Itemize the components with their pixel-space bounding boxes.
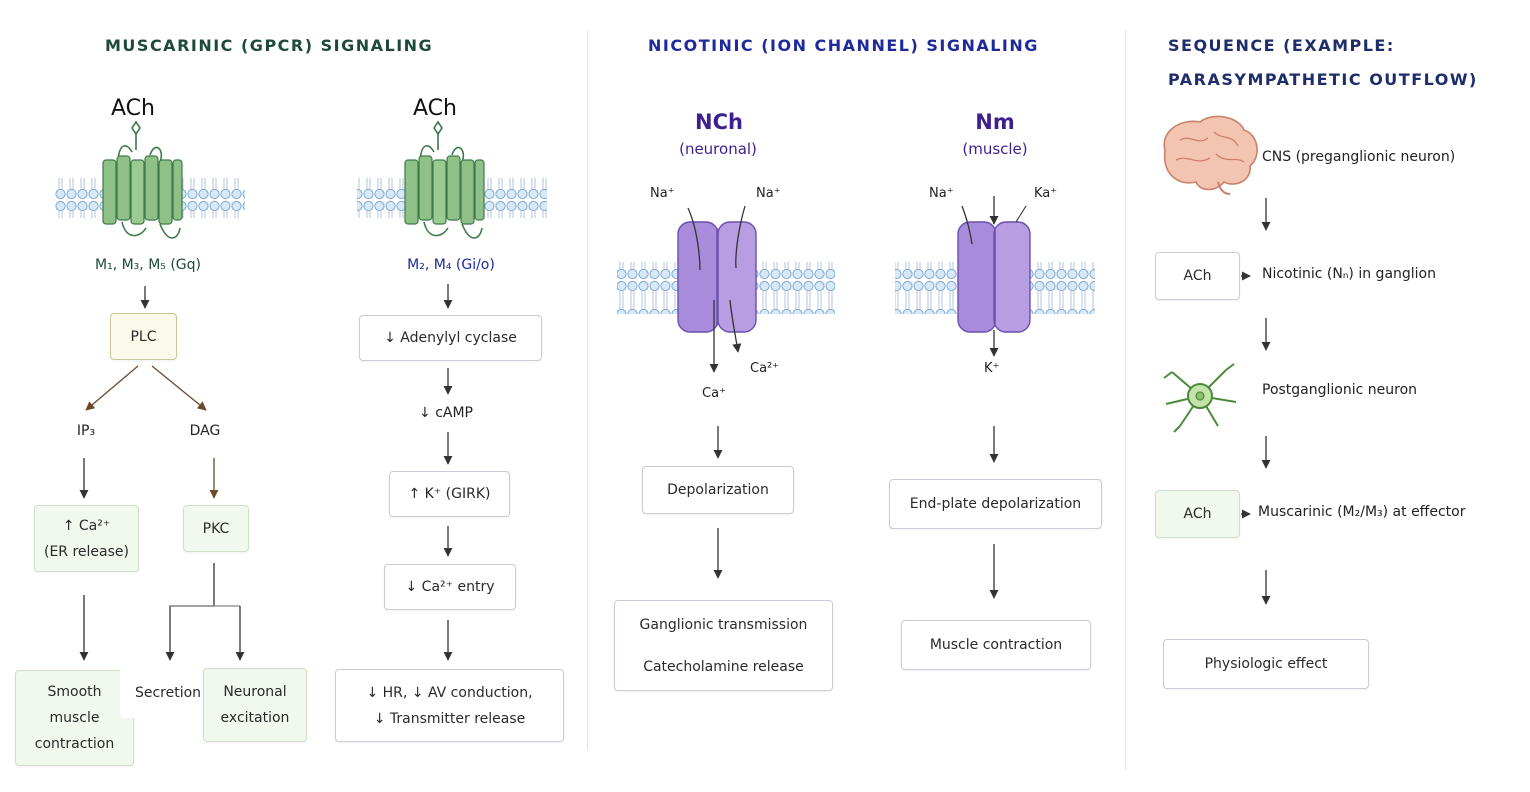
k-bottom-label: K⁺ <box>984 361 1000 376</box>
ip3-label: IP₃ <box>76 423 96 439</box>
ach-ligand-gi: ACh <box>413 96 457 121</box>
nch-subtitle: (neuronal) <box>679 140 757 158</box>
neuron-icon <box>1163 363 1237 433</box>
muscarinic-header: MUSCARINIC (GPCR) SIGNALING <box>105 36 434 55</box>
depolarization-box: Depolarization <box>642 466 794 514</box>
hr-av-box: ↓ HR, ↓ AV conduction,↓ Transmitter rele… <box>335 669 564 742</box>
pkc-box: PKC <box>183 505 249 552</box>
nm-title: Nm <box>975 110 1015 134</box>
ca2-label: Ca²⁺ <box>750 361 780 376</box>
na-muscle-label: Na⁺ <box>929 186 954 201</box>
receptor-gi-label: M₂, M₄ (Gi/o) <box>407 257 495 273</box>
na-left-label: Na⁺ <box>650 186 675 201</box>
ach-box-ganglion: ACh <box>1155 252 1240 300</box>
ach-box-effector: ACh <box>1155 490 1240 538</box>
nicotinic-header: NICOTINIC (ION CHANNEL) SIGNALING <box>648 36 1039 55</box>
receptor-gq-label: M₁, M₃, M₅ (Gq) <box>95 257 201 273</box>
ca-bottom-label: Ca⁺ <box>702 386 726 401</box>
brain-icon <box>1163 115 1258 195</box>
nch-title: NCh <box>695 110 743 134</box>
k-top-label: Ka⁺ <box>1034 186 1058 201</box>
end-plate-depolarization-box: End-plate depolarization <box>889 479 1102 529</box>
adenylyl-cyclase-box: ↓ Adenylyl cyclase <box>359 315 542 361</box>
gq-arrows <box>79 286 245 661</box>
cns-label: CNS (preganglionic neuron) <box>1262 149 1456 165</box>
sequence-header-line2: PARASYMPATHETIC OUTFLOW) <box>1168 70 1478 89</box>
physiologic-effect-box: Physiologic effect <box>1163 639 1369 689</box>
ca-entry-box: ↓ Ca²⁺ entry <box>384 564 516 610</box>
ion-channel-neuronal-icon <box>677 205 757 373</box>
nicotinic-arrows <box>713 426 999 599</box>
nm-subtitle: (muscle) <box>962 140 1028 158</box>
girk-box: ↑ K⁺ (GIRK) <box>389 471 510 517</box>
muscarinic-effector-label: Muscarinic (M₂/M₃) at effector <box>1258 504 1466 520</box>
ca-er-release-box: ↑ Ca²⁺(ER release) <box>34 505 139 572</box>
postganglionic-label: Postganglionic neuron <box>1262 382 1418 398</box>
secretion-box: Secretion <box>120 668 216 718</box>
gpcr-receptor-gq-icon <box>102 120 183 239</box>
nicotinic-ganglion-label: Nicotinic (Nₙ) in ganglion <box>1262 266 1436 282</box>
column-divider-2 <box>1125 30 1126 770</box>
plc-box: PLC <box>110 313 177 360</box>
column-divider-1 <box>587 30 588 750</box>
ach-ligand-gq: ACh <box>111 96 155 121</box>
ion-channel-muscle-icon <box>957 196 1031 357</box>
dag-label: DAG <box>189 423 221 439</box>
gpcr-receptor-gi-icon <box>404 120 485 239</box>
camp-label: ↓ cAMP <box>419 405 473 421</box>
na-right-label: Na⁺ <box>756 186 781 201</box>
muscle-contraction-box: Muscle contraction <box>901 620 1091 670</box>
sequence-header-line1: SEQUENCE (EXAMPLE: <box>1168 36 1395 55</box>
sequence-arrows <box>1241 198 1271 605</box>
